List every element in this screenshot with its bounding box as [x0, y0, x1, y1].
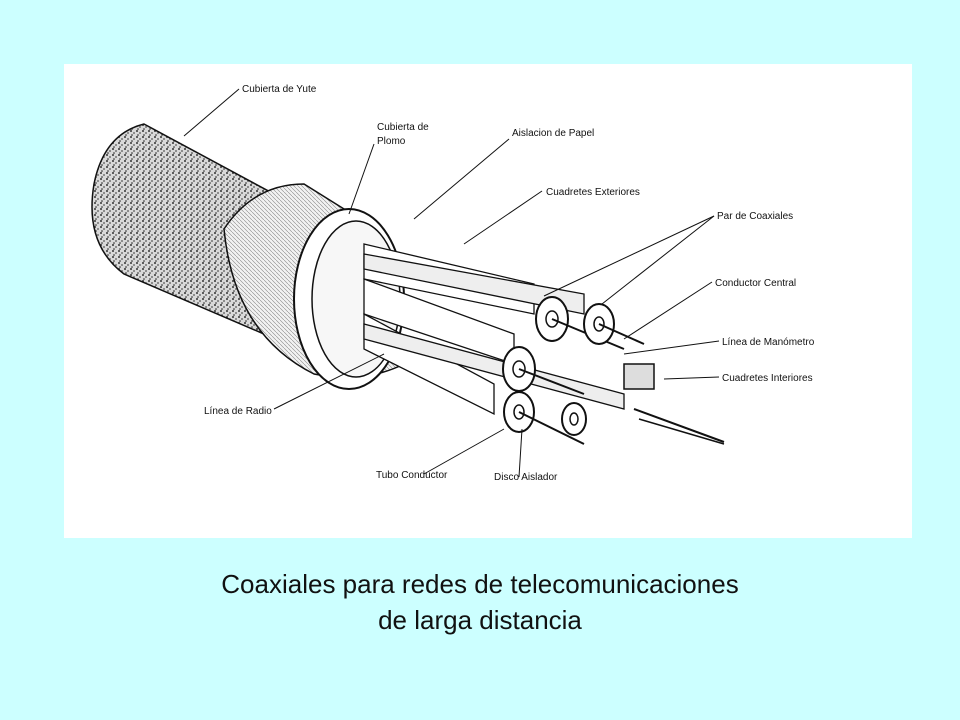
label-outer-quads: Cuadretes Exteriores — [546, 187, 640, 198]
label-jute-cover: Cubierta de Yute — [242, 84, 317, 95]
cable-diagram-panel: Cubierta de Yute Cubierta de Plomo Aisla… — [64, 64, 912, 538]
coaxial-tube-5 — [561, 402, 587, 436]
caption-line-2: de larga distancia — [378, 605, 582, 635]
label-coaxial-pair: Par de Coaxiales — [717, 211, 793, 222]
coaxial-cable-diagram: Cubierta de Yute Cubierta de Plomo Aisla… — [91, 84, 815, 483]
label-radio-line: Línea de Radio — [204, 406, 272, 417]
leader-lines — [183, 88, 720, 478]
label-conductor-tube: Tubo Conductor — [376, 470, 448, 481]
coaxial-tube-3 — [502, 346, 585, 395]
diagram-labels: Cubierta de Yute Cubierta de Plomo Aisla… — [204, 84, 815, 483]
label-paper-insulation: Aislacion de Papel — [512, 128, 594, 139]
label-lead-cover-line2: Plomo — [377, 136, 406, 147]
label-insulating-disc: Disco Aislador — [494, 472, 558, 483]
coaxial-tube-2 — [583, 303, 645, 345]
label-lead-cover-line1: Cubierta de — [377, 122, 429, 133]
inner-bundle — [363, 243, 625, 416]
label-manometer-line: Línea de Manómetro — [722, 337, 815, 348]
label-inner-quads: Cuadretes Interiores — [722, 373, 813, 384]
label-central-conductor: Conductor Central — [715, 278, 796, 289]
slide-caption: Coaxiales para redes de telecomunicacion… — [0, 566, 960, 638]
caption-line-1: Coaxiales para redes de telecomunicacion… — [221, 569, 739, 599]
inner-quads — [623, 363, 725, 445]
coaxial-tube-4 — [503, 391, 585, 445]
